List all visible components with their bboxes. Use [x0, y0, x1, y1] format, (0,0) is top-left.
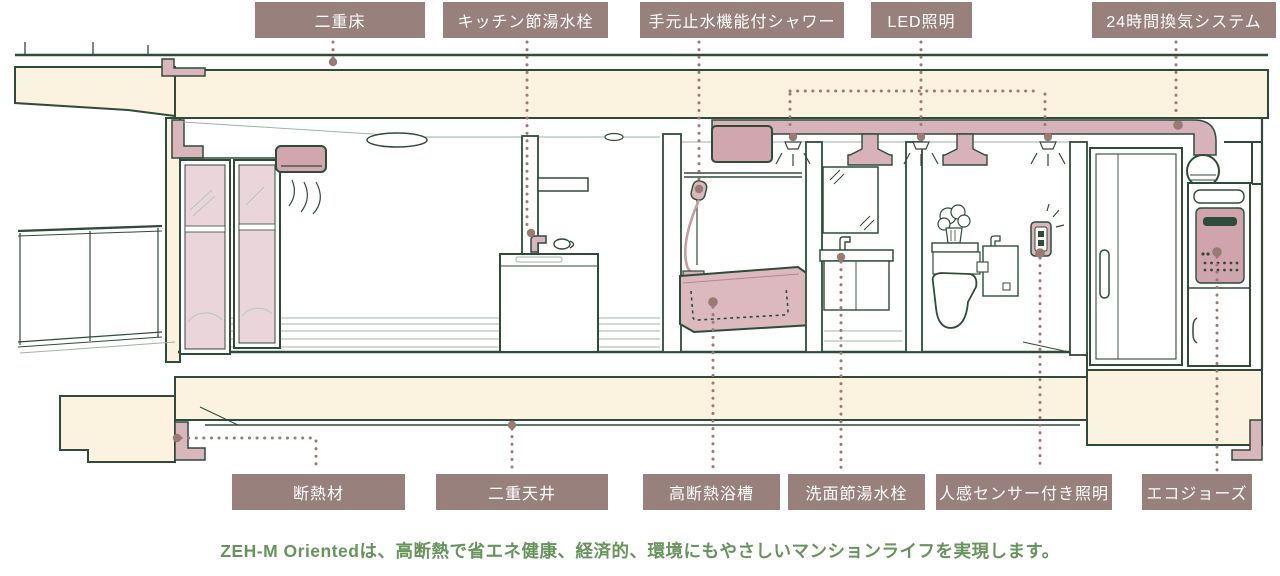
basin-faucet — [839, 236, 851, 250]
ventilation-fan-unit — [711, 125, 773, 163]
hand-wash-unit — [982, 245, 1019, 297]
paper-holder — [976, 261, 989, 273]
label-double-floor: 二重床 — [255, 2, 425, 38]
bathroom — [662, 133, 823, 353]
toilet-room — [905, 141, 1088, 356]
entrance-floor-step — [1086, 352, 1255, 371]
label-shower: 手元止水機能付シャワー — [640, 2, 844, 38]
kitchen-faucet — [530, 235, 547, 253]
exhaust-drop-1 — [847, 133, 893, 166]
label-eco-jozu: エコジョーズ — [1142, 474, 1252, 510]
label-led-lighting: LED照明 — [871, 2, 972, 38]
mirror-cabinet — [822, 166, 879, 234]
grab-bar — [684, 172, 802, 178]
basin-counter — [819, 249, 894, 262]
toilet-bowl — [931, 272, 978, 329]
label-double-ceiling: 二重天井 — [436, 474, 608, 510]
label-basin-faucet: 洗面節湯水栓 — [788, 474, 925, 510]
bathtub — [679, 265, 813, 334]
wood-floor-planks — [182, 317, 660, 348]
lower-floor-structure — [59, 369, 1263, 463]
ceiling-light-small — [604, 132, 624, 142]
tagline: ZEH-M Orientedは、高断熱で省エネ健康、経済的、環境にもやさしいマン… — [220, 541, 1060, 561]
entrance — [1089, 147, 1251, 367]
label-insulation: 断熱材 — [232, 474, 405, 510]
door-handle — [1099, 249, 1110, 299]
washroom — [819, 166, 894, 311]
balcony-railing — [17, 224, 176, 354]
cup — [553, 238, 571, 250]
balcony-slab — [59, 395, 176, 463]
plant — [937, 204, 971, 244]
kitchen — [499, 135, 599, 353]
led-downlights — [775, 141, 1066, 166]
ceiling-light — [366, 132, 428, 148]
insulation-bottom-left — [174, 421, 206, 461]
toilet-shelf — [931, 242, 979, 253]
eco-jozu-heater — [1195, 207, 1245, 284]
panel-handle — [1192, 317, 1198, 344]
insulation-top — [161, 58, 206, 77]
label-ventilation: 24時間換気システム — [1092, 2, 1276, 38]
heater-dots — [1201, 252, 1239, 272]
air-conditioner — [275, 145, 327, 215]
ventilation-duct — [711, 119, 1217, 156]
ventilation-system — [711, 119, 1220, 188]
kitchen-shelf — [537, 177, 589, 192]
tub-insulation-dashed — [690, 286, 789, 321]
balcony-glass-doors — [179, 157, 282, 355]
airflow-lines — [288, 179, 321, 215]
label-kitchen-faucet: キッチン節湯水栓 — [443, 2, 608, 38]
exhaust-drop-2 — [942, 133, 988, 166]
kitchen-counter — [499, 253, 599, 353]
leader-lines — [179, 40, 1219, 472]
leader-dots — [172, 57, 1222, 443]
label-insulated-bathtub: 高断熱浴槽 — [643, 474, 780, 510]
living-ceiling-line — [181, 121, 660, 138]
upper-floor-structure — [14, 42, 1269, 119]
insulation-wall-corner — [171, 119, 204, 159]
toilet-cabinet — [932, 251, 981, 275]
insulation-bottom-right — [1231, 419, 1263, 461]
label-motion-sensor: 人感センサー付き照明 — [936, 474, 1112, 510]
basin-cabinet — [823, 260, 890, 311]
